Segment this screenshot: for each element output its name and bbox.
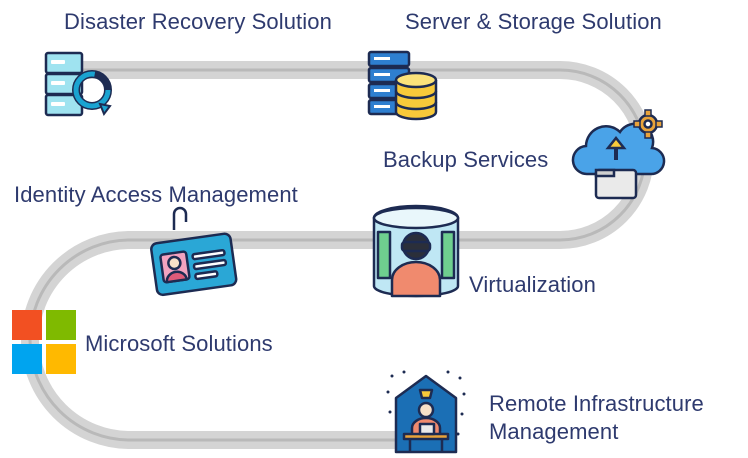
label-server-storage: Server & Storage Solution (405, 9, 662, 34)
remote-worker-icon (386, 370, 466, 454)
label-backup-services: Backup Services (383, 147, 549, 172)
label-remote-infrastructure: Remote Infrastructure Management (489, 391, 704, 444)
id-badge-icon (150, 206, 238, 297)
label-microsoft-solutions: Microsoft Solutions (85, 331, 273, 356)
server-storage-icon (367, 50, 438, 121)
label-virtualization: Virtualization (469, 272, 596, 297)
label-identity-access: Identity Access Management (14, 182, 298, 207)
vr-person-icon (372, 204, 460, 298)
microsoft-logo-icon (12, 310, 76, 374)
disaster-recovery-icon (44, 51, 112, 117)
cloud-backup-icon (571, 109, 666, 200)
label-disaster-recovery: Disaster Recovery Solution (64, 9, 332, 34)
